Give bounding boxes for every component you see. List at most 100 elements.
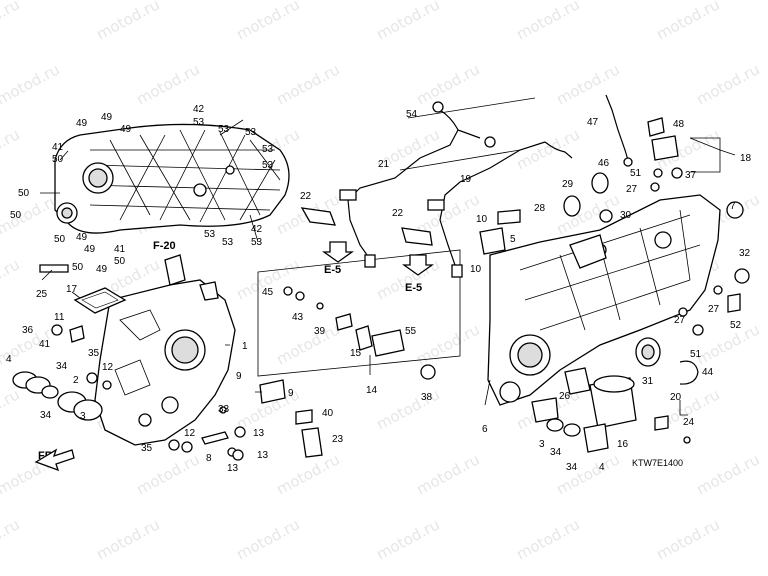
label-10: 10 — [476, 214, 488, 225]
label-35: 35 — [141, 443, 153, 454]
ref-e5-a: E-5 — [324, 264, 341, 276]
right-crankcase — [487, 194, 721, 406]
label-32: 32 — [739, 248, 751, 259]
watermark-text: motod.ru — [373, 0, 442, 44]
watermark-text: motod.ru — [273, 60, 342, 108]
label-15: 15 — [350, 348, 362, 359]
label-49: 49 — [101, 112, 113, 123]
e5-arrow-a — [321, 241, 355, 263]
label-5: 5 — [510, 234, 516, 245]
label-50: 50 — [10, 210, 22, 221]
label-42: 42 — [251, 224, 263, 235]
label-55: 55 — [405, 326, 417, 337]
watermark-text: motod.ru — [0, 125, 23, 173]
label-43: 43 — [292, 312, 304, 323]
watermark-text: motod.ru — [233, 0, 302, 44]
left-crankcase — [94, 254, 236, 446]
watermark-text: motod.ru — [513, 515, 582, 563]
watermark-text: motod.ru — [133, 450, 202, 498]
label-31: 31 — [642, 376, 654, 387]
label-46: 46 — [598, 158, 610, 169]
label-4: 4 — [6, 354, 12, 365]
watermark-text: motod.ru — [373, 515, 442, 563]
watermark-text: motod.ru — [693, 450, 762, 498]
label-2: 2 — [73, 375, 79, 386]
watermark-text: motod.ru — [133, 60, 202, 108]
label-50: 50 — [114, 256, 126, 267]
watermark-text: motod.ru — [653, 515, 722, 563]
label-53: 53 — [193, 117, 205, 128]
label-22: 22 — [300, 191, 312, 202]
leader-lines — [40, 119, 736, 416]
watermark-text: motod.ru — [93, 0, 162, 44]
label-21: 21 — [378, 159, 390, 170]
label-53: 53 — [262, 144, 274, 155]
label-53: 53 — [222, 237, 234, 248]
label-16: 16 — [617, 439, 629, 450]
label-34: 34 — [56, 361, 68, 372]
watermark-text: motod.ru — [693, 320, 762, 368]
oil-pump-group — [257, 249, 461, 458]
label-26: 26 — [559, 391, 571, 402]
label-12: 12 — [184, 428, 196, 439]
right-small-parts — [479, 94, 750, 453]
label-12: 12 — [102, 362, 114, 373]
label-49: 49 — [120, 124, 132, 135]
watermark-text: motod.ru — [0, 255, 23, 303]
label-42: 42 — [193, 104, 205, 115]
label-27: 27 — [626, 184, 638, 195]
label-47: 47 — [587, 117, 599, 128]
label-27: 27 — [674, 315, 686, 326]
watermark-text: motod.ru — [0, 0, 23, 44]
label-23: 23 — [332, 434, 344, 445]
label-41: 41 — [39, 339, 51, 350]
label-40: 40 — [322, 408, 334, 419]
label-27: 27 — [708, 304, 720, 315]
label-34: 34 — [566, 462, 578, 473]
watermark-text: motod.ru — [513, 125, 582, 173]
watermark-text: motod.ru — [413, 60, 482, 108]
label-6: 6 — [482, 424, 488, 435]
watermark-text: motod.ru — [413, 320, 482, 368]
label-53: 53 — [251, 237, 263, 248]
label-35: 35 — [88, 348, 100, 359]
label-4: 4 — [599, 462, 605, 473]
label-10: 10 — [470, 264, 482, 275]
e5-arrow-b — [401, 254, 435, 276]
watermark-text: motod.ru — [373, 385, 442, 433]
watermark-text: motod.ru — [0, 385, 23, 433]
wire-harness-group — [300, 97, 573, 278]
label-50: 50 — [52, 154, 64, 165]
ref-e5-b: E-5 — [405, 282, 422, 294]
watermark-text: motod.ru — [553, 450, 622, 498]
label-17: 17 — [66, 284, 78, 295]
label-29: 29 — [562, 179, 574, 190]
label-36: 36 — [22, 325, 34, 336]
label-50: 50 — [18, 188, 30, 199]
label-34: 34 — [550, 447, 562, 458]
left-small-parts — [12, 264, 246, 461]
label-41: 41 — [114, 244, 126, 255]
watermark-text: motod.ru — [513, 0, 582, 44]
label-37: 37 — [685, 170, 697, 181]
label-11: 11 — [54, 312, 65, 323]
label-52: 52 — [730, 320, 742, 331]
label-49: 49 — [76, 232, 88, 243]
label-54: 54 — [406, 109, 418, 120]
label-41: 41 — [52, 142, 64, 153]
watermark-text: motod.ru — [273, 450, 342, 498]
label-45: 45 — [262, 287, 274, 298]
label-25: 25 — [36, 289, 48, 300]
label-24: 24 — [683, 417, 695, 428]
diagram-code: KTW7E1400 — [632, 458, 683, 468]
label-38: 38 — [421, 392, 433, 403]
label-53: 53 — [262, 160, 274, 171]
label-20: 20 — [670, 392, 682, 403]
label-39: 39 — [314, 326, 326, 337]
label-50: 50 — [72, 262, 84, 273]
label-48: 48 — [673, 119, 685, 130]
label-3: 3 — [80, 411, 86, 422]
watermark-text: motod.ru — [0, 60, 63, 108]
label-19: 19 — [460, 174, 472, 185]
